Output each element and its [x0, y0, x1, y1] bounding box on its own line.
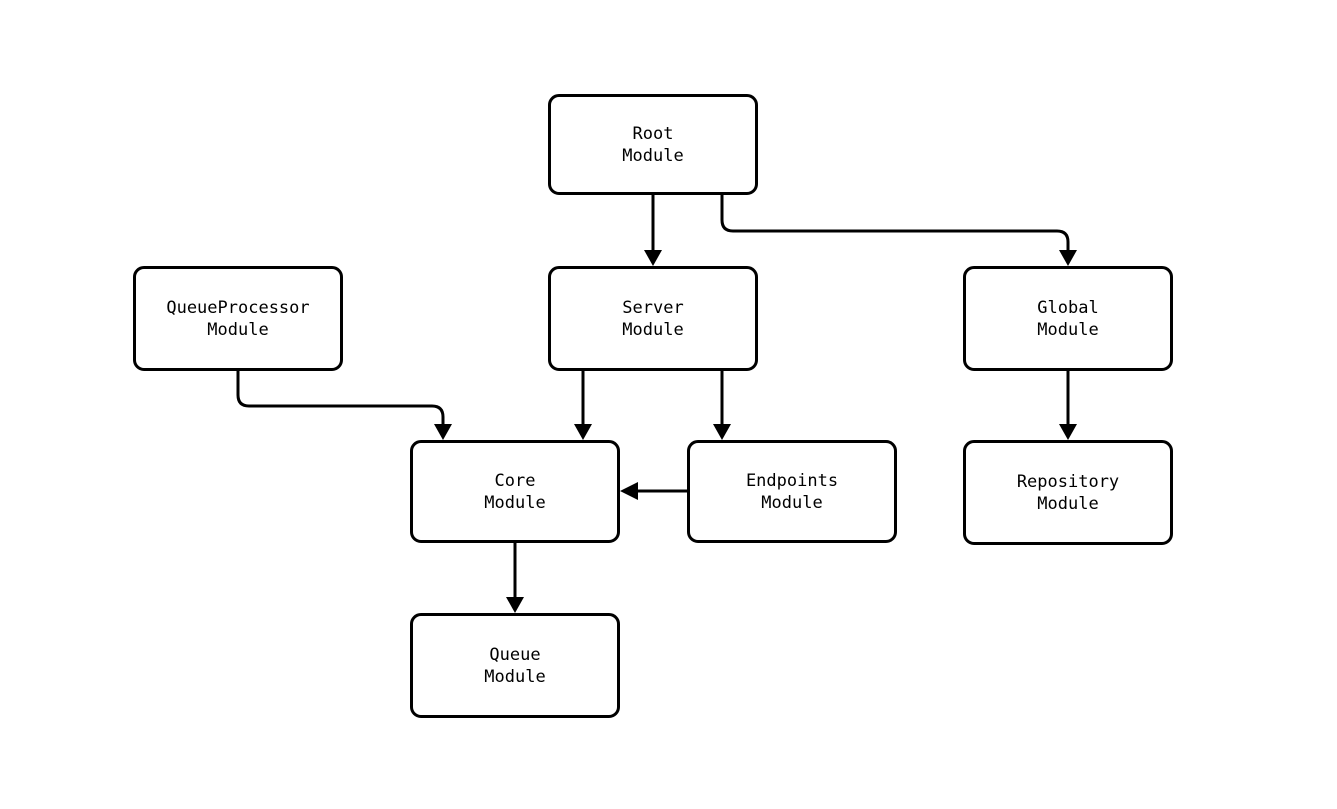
node-global-module-label: Global Module — [1037, 297, 1099, 340]
node-queue-module[interactable]: Queue Module — [410, 613, 620, 718]
arrowhead-core-to-queue — [506, 597, 524, 613]
node-core-module[interactable]: Core Module — [410, 440, 620, 543]
edge-queueprocessor-to-core — [236, 371, 445, 424]
node-server-module-label: Server Module — [622, 297, 684, 340]
arrowhead-root-to-global — [1059, 250, 1077, 266]
node-global-module[interactable]: Global Module — [963, 266, 1173, 371]
edge-root-to-global — [720, 195, 1070, 250]
node-repository-module[interactable]: Repository Module — [963, 440, 1173, 545]
arrowhead-server-to-core — [574, 424, 592, 440]
node-root-module[interactable]: Root Module — [548, 94, 758, 195]
node-endpoints-module-label: Endpoints Module — [745, 470, 839, 513]
node-repository-module-label: Repository Module — [1016, 471, 1120, 514]
node-server-module[interactable]: Server Module — [548, 266, 758, 371]
node-core-module-label: Core Module — [484, 470, 546, 513]
node-queueprocessor-module[interactable]: QueueProcessor Module — [133, 266, 343, 371]
arrowhead-root-to-server — [644, 250, 662, 266]
arrowhead-endpoints-to-core — [620, 482, 638, 500]
node-root-module-label: Root Module — [622, 123, 684, 166]
node-queue-module-label: Queue Module — [484, 644, 546, 687]
node-queueprocessor-module-label: QueueProcessor Module — [166, 297, 310, 340]
arrowhead-global-to-repository — [1059, 424, 1077, 440]
arrowhead-queueprocessor-to-core — [434, 424, 452, 440]
arrowhead-server-to-endpoints — [713, 424, 731, 440]
node-endpoints-module[interactable]: Endpoints Module — [687, 440, 897, 543]
